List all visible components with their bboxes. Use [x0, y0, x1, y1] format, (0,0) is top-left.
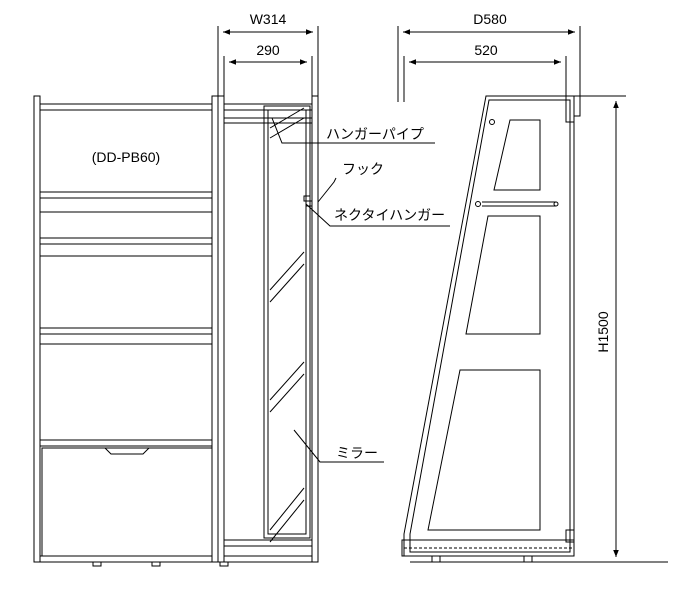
shelf-1	[39, 191, 213, 199]
tie-hanger-leader	[305, 203, 450, 227]
width-inner-label: 290	[256, 42, 280, 58]
hook-leader	[317, 177, 337, 203]
height-dimension	[580, 95, 626, 557]
mirror-glass	[267, 109, 307, 535]
height-label: H1500	[595, 311, 611, 352]
hook-label: フック	[342, 161, 384, 177]
mirror-reflection-7	[269, 487, 305, 531]
hook	[303, 195, 311, 202]
hanger-pipe-label: ハンガーパイプ	[326, 126, 424, 142]
shelf-3	[39, 327, 213, 335]
mirror-unit-front-view	[217, 95, 319, 567]
right-post	[211, 95, 219, 563]
model-label: (DD-PB60)	[92, 149, 160, 165]
mirror-leader	[293, 429, 384, 463]
back-bottom-block	[565, 529, 575, 543]
mirror-reflection-8	[269, 499, 305, 543]
mirror-reflection-1	[269, 107, 305, 129]
depth-dimensions	[397, 26, 581, 102]
mirror-reflection-4	[269, 263, 305, 303]
depth-inner-label: 520	[474, 42, 498, 58]
side-view	[401, 95, 581, 563]
shelf-unit-front-view	[33, 95, 219, 567]
shelf-3-panel	[39, 333, 213, 345]
mid-right-post	[311, 95, 319, 563]
depth-outer-label: D580	[473, 11, 507, 27]
side-panel-inner	[409, 99, 571, 553]
mirror-frame	[263, 105, 311, 539]
foot-right	[151, 561, 161, 567]
shelf-2-panel	[39, 243, 213, 257]
width-dimensions	[217, 26, 319, 96]
bottom-rail	[39, 555, 213, 563]
side-screw-hook	[475, 201, 481, 207]
tie-bar-end	[553, 201, 559, 207]
drawer-handle	[104, 447, 150, 455]
drawer	[41, 447, 213, 557]
mirror-reflection-6	[269, 373, 305, 413]
left-post	[33, 95, 41, 563]
tie-hanger-label: ネクタイハンガー	[334, 207, 445, 223]
mid-foot	[219, 561, 229, 567]
width-outer-label: W314	[250, 11, 287, 27]
foot-left	[92, 561, 102, 567]
hanger-pipe-leader	[271, 117, 435, 144]
mid-top-rail	[223, 103, 313, 111]
shelf-1-panel	[39, 197, 213, 213]
side-screw-top	[489, 119, 495, 125]
mirror-reflection-3	[269, 251, 305, 291]
mid-base	[223, 555, 313, 563]
side-window-bottom	[427, 369, 541, 531]
top-rail	[39, 103, 213, 111]
side-panel-outline	[403, 95, 575, 557]
mirror-reflection-5	[269, 361, 305, 401]
top-back-cap	[573, 95, 581, 117]
mirror-reflection-2	[269, 117, 305, 139]
side-window-middle	[465, 215, 541, 335]
mirror-label: ミラー	[336, 445, 378, 461]
side-base	[401, 539, 575, 557]
side-window-top	[493, 119, 541, 191]
side-foot-right	[523, 555, 533, 563]
leader-lines	[271, 117, 450, 463]
mid-left-post	[217, 95, 225, 563]
side-foot-left	[431, 555, 441, 563]
drawer-top-rail	[39, 439, 213, 447]
mid-bottom-rail	[223, 539, 313, 547]
shelf-2	[39, 237, 213, 245]
